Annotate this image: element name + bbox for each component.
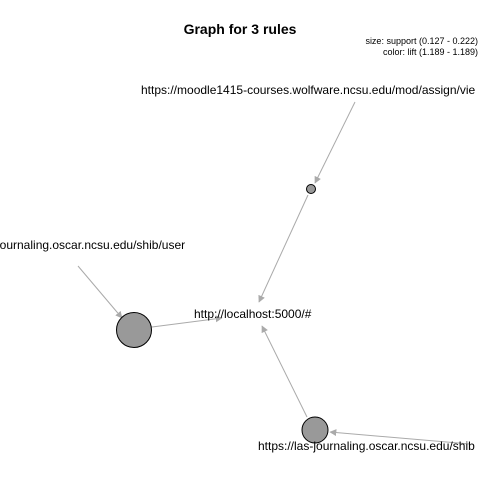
edge-journaling-to-rule-2 bbox=[77, 265, 123, 319]
rule-node-2 bbox=[116, 312, 152, 348]
item-label-journaling-user: journaling.oscar.ncsu.edu/shib/user bbox=[0, 238, 185, 252]
rule-node-3 bbox=[301, 416, 329, 444]
graph-title: Graph for 3 rules bbox=[184, 21, 297, 37]
item-label-las-shib: https://las-journaling.oscar.ncsu.edu/sh… bbox=[258, 439, 475, 453]
legend-size: size: support (0.127 - 0.222) bbox=[365, 36, 478, 46]
edge-rule-3-to-localhost bbox=[261, 325, 308, 418]
item-label-moodle: https://moodle1415-courses.wolfware.ncsu… bbox=[141, 83, 476, 97]
legend-color: color: lift (1.189 - 1.189) bbox=[383, 47, 478, 57]
edge-rule-1-to-localhost bbox=[258, 194, 309, 303]
edge-rule-2-to-localhost bbox=[151, 315, 223, 328]
edge-moodle-to-rule-1 bbox=[314, 101, 356, 184]
edge-las-to-rule-3 bbox=[329, 429, 471, 445]
rule-node-1 bbox=[306, 184, 316, 194]
item-label-localhost: http://localhost:5000/# bbox=[194, 307, 312, 321]
